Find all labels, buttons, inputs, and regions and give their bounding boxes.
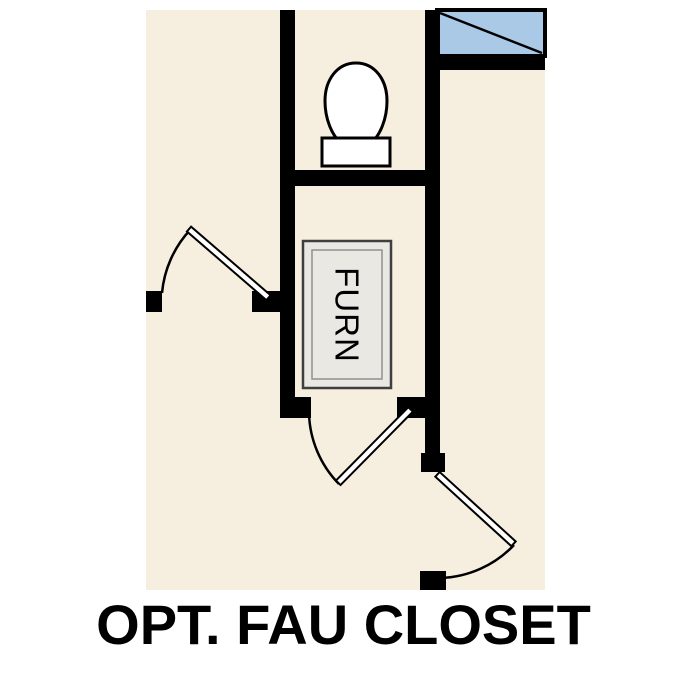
- door-leaf-right-panel: [433, 470, 518, 548]
- jamb-furn-door-left: [280, 397, 311, 418]
- jamb-right-door-bottom: [420, 571, 446, 590]
- door-arc-left: [160, 229, 191, 294]
- wall-under-shower: [427, 56, 545, 70]
- jamb-left-door-inner: [252, 291, 280, 312]
- shower-diagonal-line: [439, 11, 543, 55]
- jamb-left-door-outer: [146, 291, 162, 312]
- door-leaf-furn: [334, 405, 415, 487]
- furnace-label: FURN: [329, 267, 366, 363]
- furnace-box-inner: [311, 249, 383, 380]
- wall-left-vertical: [280, 10, 295, 418]
- door-leaf-furn-panel: [334, 405, 415, 487]
- jamb-right-door-top: [421, 453, 445, 472]
- door-leaf-right: [433, 470, 518, 548]
- toilet-bowl: [323, 61, 389, 144]
- door-arc-furn: [307, 412, 340, 485]
- caption: OPT. FAU CLOSET: [96, 593, 591, 656]
- wall-toilet-room-bottom: [280, 170, 440, 186]
- furnace-box: [301, 239, 393, 390]
- door-leaf-left: [185, 225, 272, 302]
- toilet-base: [320, 136, 392, 168]
- wall-right-vertical: [425, 10, 440, 472]
- door-leaf-left-panel: [185, 225, 272, 302]
- door-arc-right: [440, 544, 515, 580]
